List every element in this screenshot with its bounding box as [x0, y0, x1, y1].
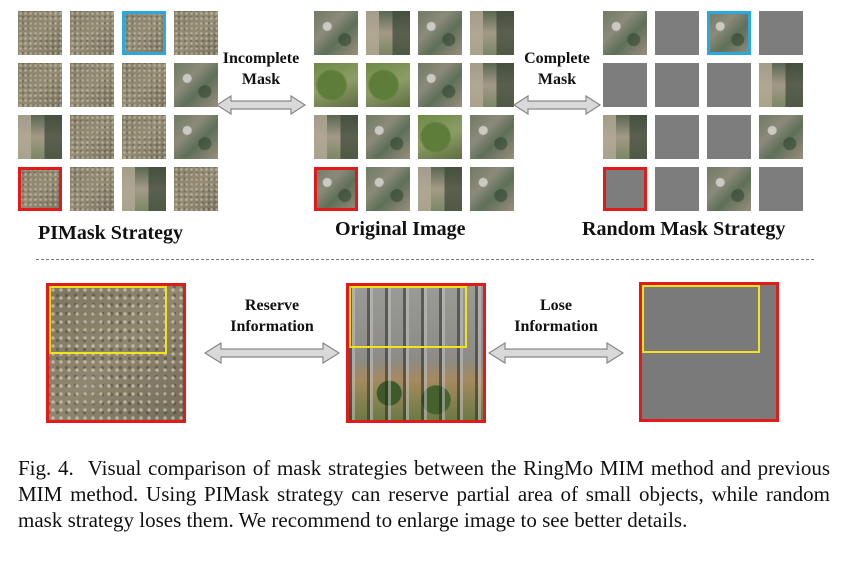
masked-tile — [759, 167, 803, 211]
highlighted-tile-red — [314, 167, 358, 211]
image-tile — [70, 11, 114, 55]
arrow-label-line2: Information — [230, 318, 314, 335]
image-tile — [603, 115, 647, 159]
image-tile — [759, 63, 803, 107]
double-arrow-icon — [215, 94, 307, 116]
figure-number: Fig. 4. — [18, 456, 74, 480]
pimask-label: PIMask Strategy — [38, 222, 183, 244]
arrow-label-line1: Complete — [524, 50, 590, 67]
highlighted-tile-blue — [122, 11, 166, 55]
image-tile — [470, 115, 514, 159]
divider — [36, 259, 814, 260]
image-tile — [314, 11, 358, 55]
masked-tile — [707, 115, 751, 159]
image-tile — [174, 167, 218, 211]
double-arrow-icon — [203, 341, 341, 365]
masked-tile — [655, 167, 699, 211]
masked-tile — [603, 63, 647, 107]
image-tile — [418, 63, 462, 107]
image-tile — [418, 115, 462, 159]
image-tile — [366, 63, 410, 107]
original-grid — [314, 11, 514, 211]
pimask-grid — [18, 11, 218, 211]
arrow-label-line2: Mask — [241, 71, 281, 88]
arrow-label-line2: Mask — [537, 71, 577, 88]
region-box — [49, 286, 167, 354]
image-tile — [174, 115, 218, 159]
image-tile — [418, 167, 462, 211]
original-label: Original Image — [335, 218, 466, 240]
highlighted-tile-red — [18, 167, 62, 211]
region-box — [349, 286, 467, 348]
pimask-zoom-patch — [46, 283, 186, 423]
image-tile — [470, 63, 514, 107]
image-tile — [122, 115, 166, 159]
arrow-label-line2: Information — [514, 318, 598, 335]
image-tile — [18, 11, 62, 55]
image-tile — [70, 115, 114, 159]
image-tile — [418, 11, 462, 55]
highlighted-tile-red — [603, 167, 647, 211]
reserve-information-arrow: Reserve Information — [202, 295, 342, 365]
random-mask-grid — [603, 11, 803, 211]
image-tile — [122, 167, 166, 211]
masked-tile — [655, 115, 699, 159]
random-mask-label: Random Mask Strategy — [582, 218, 786, 240]
masked-tile — [655, 11, 699, 55]
image-tile — [366, 167, 410, 211]
figure-caption: Fig. 4.Visual comparison of mask strateg… — [18, 455, 830, 533]
image-tile — [70, 167, 114, 211]
image-tile — [707, 167, 751, 211]
masked-tile — [707, 63, 751, 107]
complete-mask-arrow: Complete Mask — [510, 48, 604, 116]
image-tile — [470, 167, 514, 211]
caption-text: Visual comparison of mask strategies bet… — [18, 456, 830, 532]
image-tile — [366, 11, 410, 55]
lose-information-arrow: Lose Information — [486, 295, 626, 365]
image-tile — [122, 63, 166, 107]
arrow-label-line1: Reserve — [244, 297, 300, 314]
image-tile — [366, 115, 410, 159]
image-tile — [174, 11, 218, 55]
image-tile — [174, 63, 218, 107]
image-tile — [603, 11, 647, 55]
image-tile — [70, 63, 114, 107]
incomplete-mask-arrow: Incomplete Mask — [212, 48, 310, 116]
image-tile — [759, 115, 803, 159]
arrow-label-line1: Incomplete — [222, 50, 300, 67]
masked-tile — [655, 63, 699, 107]
arrow-label-line1: Lose — [540, 297, 572, 314]
double-arrow-icon — [512, 94, 602, 116]
random-mask-zoom-patch — [639, 282, 779, 422]
masked-tile — [759, 11, 803, 55]
image-tile — [18, 63, 62, 107]
image-tile — [314, 115, 358, 159]
highlighted-tile-blue — [707, 11, 751, 55]
image-tile — [314, 63, 358, 107]
image-tile — [18, 115, 62, 159]
region-box — [642, 285, 760, 353]
image-tile — [470, 11, 514, 55]
double-arrow-icon — [487, 341, 625, 365]
original-zoom-patch — [346, 283, 486, 423]
